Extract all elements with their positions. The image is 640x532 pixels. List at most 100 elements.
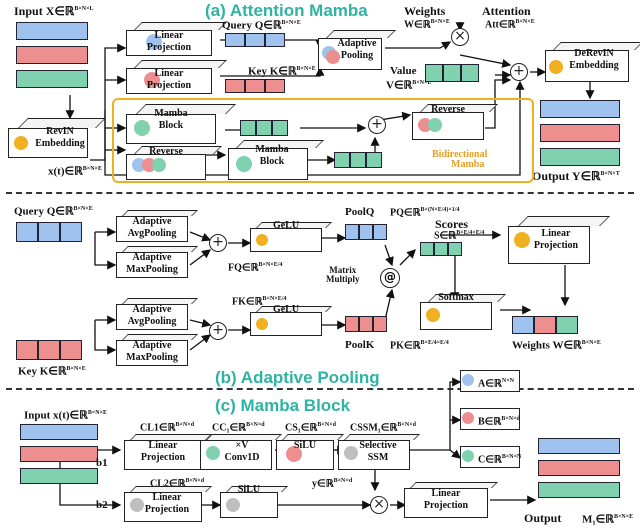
b2-label: b2 <box>96 499 108 511</box>
add-node-key-pool: + <box>209 322 227 340</box>
fk-label: FK∈ℝB×N×E/4 <box>232 296 287 308</box>
mamba-input-stack-green <box>20 468 98 484</box>
output-stack-red <box>540 124 620 142</box>
pool-key-cells <box>16 340 82 360</box>
pool-query-cells <box>16 222 82 242</box>
matrix-a <box>460 370 520 392</box>
multiply-node-mamba: × <box>370 496 388 514</box>
add-node-attention: + <box>510 63 528 81</box>
bidirectional-mamba-group <box>112 98 534 183</box>
mamba-input-stack-blue <box>20 424 98 440</box>
section-title-attention-mamba: (a) Attention Mamba <box>205 1 368 20</box>
silu-block-b2: SiLU <box>220 484 288 518</box>
weights-label: Weights <box>404 4 446 18</box>
y-label: y∈ℝB×N×d <box>312 478 353 490</box>
input-stack-red <box>16 46 88 64</box>
cc1-label: CC₁∈ℝB×N×d <box>212 422 265 434</box>
matrix-c-label: C∈ℝB×N×N <box>478 454 522 466</box>
input-stack-green <box>16 70 88 88</box>
poolk-label: PoolK <box>345 339 375 351</box>
query-label: Query Q∈ℝB×N×E <box>222 19 301 32</box>
poolq-label: PoolQ <box>345 206 375 218</box>
matrix-a-dot <box>462 374 474 386</box>
mamba-input-label: Input x(t)∈ℝB×N×E <box>24 409 108 422</box>
mamba-output-label: Output <box>524 511 562 525</box>
section-divider-1 <box>6 192 634 194</box>
section-title-mamba-block: (c) Mamba Block <box>215 396 351 415</box>
value-cells <box>425 64 479 82</box>
gelu-key-block: GeLU <box>250 304 332 336</box>
add-node-query-pool: + <box>209 234 227 252</box>
silu-block-b1: SiLU <box>276 434 344 470</box>
matrix-b <box>460 408 520 430</box>
scores-symbol: S∈ℝB×E/4×E/4 <box>434 230 485 242</box>
matrix-b-label: B∈ℝB×N×d <box>478 416 520 428</box>
output-stack-blue <box>540 100 620 118</box>
xt-label: x(t)∈ℝB×N×E <box>48 165 102 178</box>
multiply-node: × <box>451 28 469 46</box>
value-label: Value <box>390 65 417 77</box>
matrix-a-label: A∈ℝN×N <box>478 378 514 390</box>
input-stack-blue <box>16 22 88 40</box>
mamba-input-stack-red <box>20 446 98 462</box>
cssm1-label: CSSM₁∈ℝB×N×d <box>350 422 416 434</box>
key-cells <box>225 79 285 93</box>
pq-label: PQ∈ℝB×(N×E/4)×1/4 <box>390 207 460 219</box>
m1-label: M₁∈ℝB×N×E <box>582 513 634 526</box>
matrix-b-dot <box>462 412 474 424</box>
pool-key-label: Key K∈ℝB×N×E <box>18 365 86 378</box>
softmax-block: Softmax <box>420 292 506 330</box>
matrix-c <box>460 446 520 468</box>
mamba-output-stack-blue <box>538 438 620 454</box>
pk-label: PK∈ℝB×E/4×E/4 <box>390 340 449 352</box>
mamba-output-stack-red <box>538 460 620 476</box>
matrix-multiply-node: @ <box>380 268 400 288</box>
reverse-block-input: Reverse <box>126 146 222 180</box>
weights-symbol: W∈ℝB×N×E <box>404 19 450 31</box>
weights-output-cells <box>512 316 578 334</box>
matrix-c-dot <box>462 450 474 462</box>
gelu-query-block: GeLU <box>250 220 332 252</box>
scores-label: Scores <box>435 217 469 231</box>
scores-cells <box>420 242 462 256</box>
fq-label: FQ∈ℝB×N×E/4 <box>228 262 283 274</box>
mamba-output-stack-green <box>538 482 620 498</box>
attention-symbol: Att∈ℝB×N×E <box>485 19 535 31</box>
poolk-cells <box>345 316 387 332</box>
output-y-label: Output Y∈ℝB×N×T <box>532 169 620 183</box>
b1-label: b1 <box>96 457 108 469</box>
add-node-bidirectional: + <box>368 116 386 134</box>
input-x-label: Input X∈ℝB×N×L <box>14 4 94 18</box>
weights-output-label: Weights W∈ℝB×N×E <box>512 339 601 352</box>
key-label: Key K∈ℝB×N×E <box>248 65 316 78</box>
pool-query-label: Query Q∈ℝB×N×E <box>14 205 93 218</box>
mamba-backward-cells <box>334 152 382 168</box>
mamba-forward-cells <box>240 120 288 136</box>
value-symbol: V∈ℝB×N×E <box>386 79 432 92</box>
cl1-label: CL1∈ℝB×N×d <box>140 422 195 434</box>
section-title-adaptive-pooling: (b) Adaptive Pooling <box>215 368 380 387</box>
section-divider-2 <box>6 388 634 390</box>
attention-label: Attention <box>482 4 531 18</box>
connector-arrows <box>59 22 595 510</box>
cl2-label: CL2∈ℝB×N×d <box>150 478 205 490</box>
output-stack-green <box>540 148 620 166</box>
cs1-label: CS₁∈ℝB×N×d <box>285 422 336 434</box>
